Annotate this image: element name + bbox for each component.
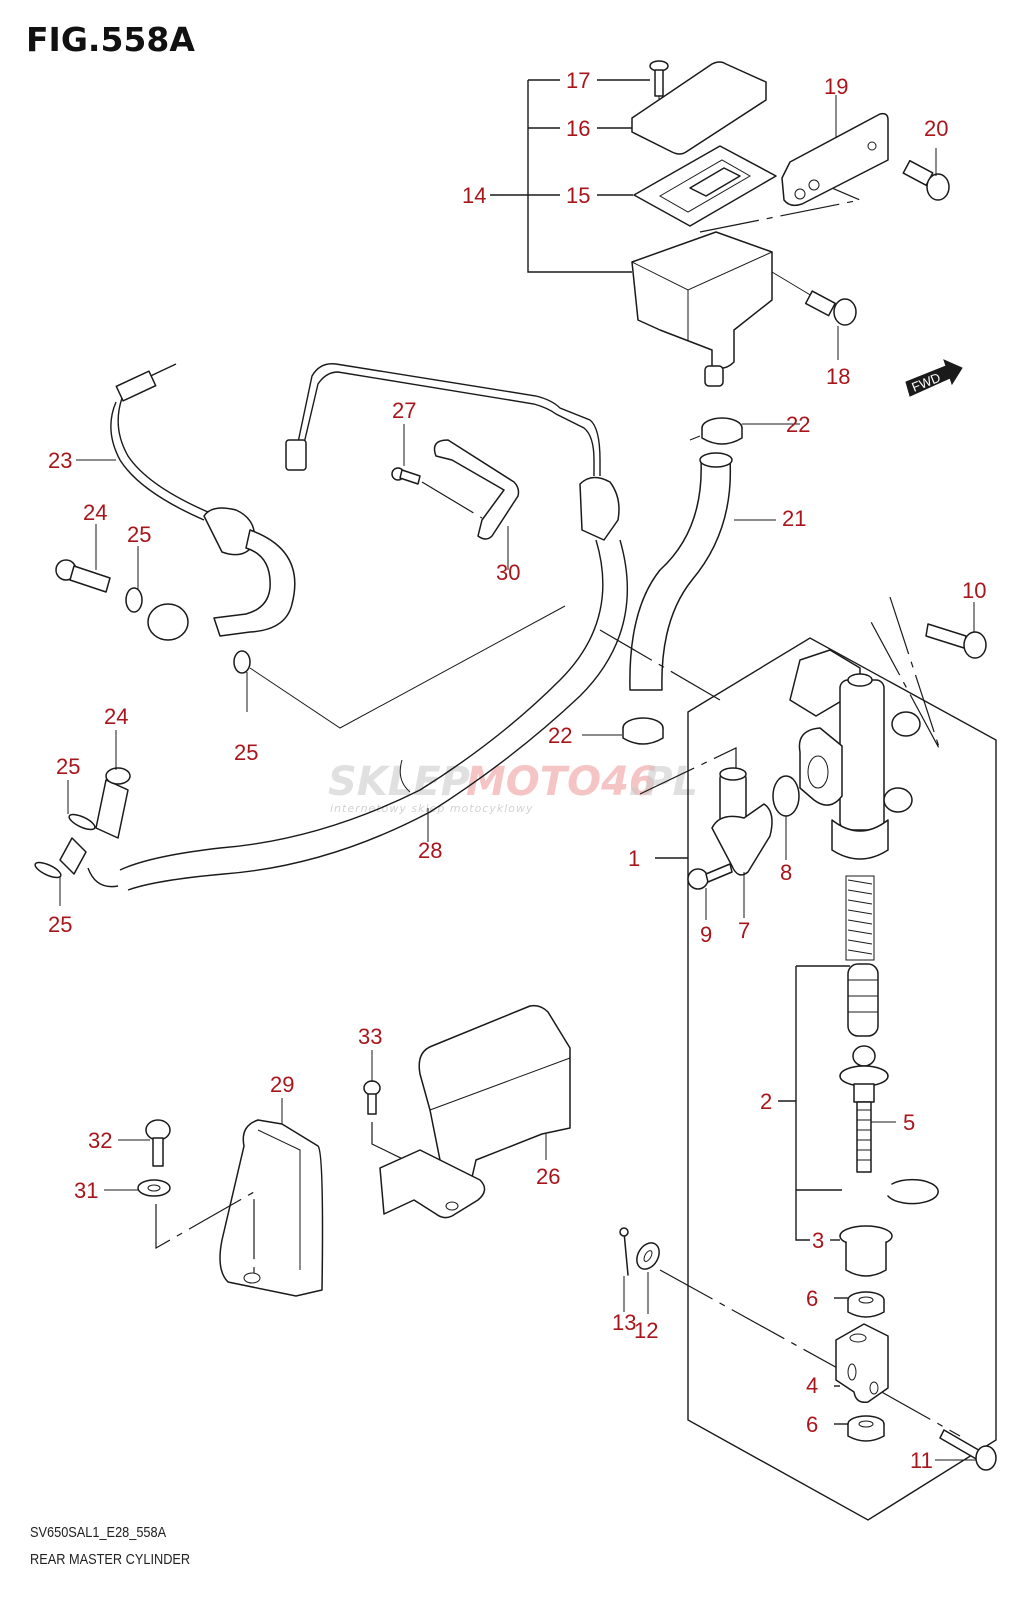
- bolt-18-part: [771, 271, 857, 360]
- callout-28: 28: [418, 838, 442, 863]
- watermark-brand-gray: SKLEP: [328, 759, 470, 805]
- callout-30: 30: [496, 560, 520, 585]
- washer-25-c-part: [68, 813, 96, 831]
- watermark: SKLEP MOTO46 .PL internetowy sklep motoc…: [328, 759, 698, 815]
- nut-6-lower-part: [847, 1415, 885, 1442]
- spring-part: [845, 875, 875, 961]
- fwd-direction-badge: FWD: [905, 359, 963, 397]
- figure-code: SV650SAL1_E28_558A: [30, 1524, 167, 1541]
- clevis-pin-11-part: [935, 1429, 997, 1471]
- assembly-box-1: [687, 637, 997, 1521]
- callout-22-upper: 22: [786, 412, 810, 437]
- callout-33: 33: [358, 1024, 382, 1049]
- nut-6-upper-part: [847, 1291, 885, 1318]
- callout-19: 19: [824, 74, 848, 99]
- callout-25-a: 25: [127, 522, 151, 547]
- banjo-bolt-24-lower-part: [95, 730, 131, 839]
- bolt-20-part: [902, 148, 950, 201]
- callout-12: 12: [634, 1318, 658, 1343]
- circlip-part: [887, 1178, 939, 1205]
- washer-12-part: [636, 1242, 660, 1314]
- callout-16: 16: [566, 116, 590, 141]
- callout-5: 5: [903, 1110, 915, 1135]
- callout-4: 4: [806, 1373, 818, 1398]
- bolt-27-part: [391, 424, 483, 519]
- watermark-tagline: internetowy sklep motocyklowy: [330, 802, 534, 815]
- watermark-suffix: .PL: [628, 759, 698, 805]
- cover-26-part: [379, 1004, 571, 1219]
- callout-11: 11: [910, 1448, 933, 1473]
- hose-clamp-upper-part: [689, 417, 800, 445]
- callout-20: 20: [924, 116, 948, 141]
- push-rod-5-part: [839, 1045, 896, 1173]
- callout-23: 23: [48, 448, 72, 473]
- cover-29-part: [219, 1098, 324, 1297]
- callout-8: 8: [780, 860, 792, 885]
- callout-labels: 1 2 3 4 5 6 6 7 8 9 10 11 12 13 14 15 16…: [48, 68, 986, 1473]
- callout-10: 10: [962, 578, 986, 603]
- reservoir-body-part: [631, 231, 773, 369]
- screw-32-part: [118, 1119, 171, 1167]
- fwd-label: FWD: [910, 370, 943, 395]
- reservoir-group: [490, 60, 863, 387]
- callout-3: 3: [812, 1228, 824, 1253]
- callout-9: 9: [700, 922, 712, 947]
- callout-7: 7: [738, 918, 750, 943]
- callout-29: 29: [270, 1072, 294, 1097]
- callout-6-upper: 6: [806, 1286, 818, 1311]
- brake-hose-23-part: [76, 363, 296, 641]
- screw-9-part: [687, 863, 733, 920]
- callout-22-lower: 22: [548, 723, 572, 748]
- washer-25-a-part: [125, 587, 143, 613]
- figure-name: REAR MASTER CYLINDER: [30, 1551, 191, 1568]
- callout-25-b: 25: [234, 740, 258, 765]
- bracket-19-part: [781, 95, 889, 207]
- callout-25-d: 25: [48, 912, 72, 937]
- callout-13: 13: [612, 1310, 636, 1335]
- master-cylinder-body-part: [789, 649, 921, 860]
- callout-26: 26: [536, 1164, 560, 1189]
- breather-hose-part: [629, 452, 776, 691]
- callout-21: 21: [782, 506, 806, 531]
- reservoir-cap-part: [631, 61, 767, 155]
- hose-clamp-lower-part: [582, 717, 664, 745]
- callout-24-upper: 24: [83, 500, 107, 525]
- callout-24-lower: 24: [104, 704, 128, 729]
- brake-hose-28-part: [59, 363, 629, 891]
- o-ring-8-part: [772, 775, 800, 817]
- callout-1: 1: [628, 846, 640, 871]
- callout-25-c: 25: [56, 754, 80, 779]
- callout-17: 17: [566, 68, 590, 93]
- clevis-4-part: [835, 1323, 889, 1404]
- callout-27: 27: [392, 398, 416, 423]
- callout-6-lower: 6: [806, 1412, 818, 1437]
- callout-15: 15: [566, 183, 590, 208]
- washer-25-d-part: [34, 861, 62, 879]
- bolt-10-part: [925, 602, 987, 659]
- cotter-pin-13-part: [619, 1227, 629, 1312]
- callout-2: 2: [760, 1089, 772, 1114]
- bracket-2: [795, 966, 810, 1241]
- boot-3-part: [839, 1225, 893, 1277]
- bracket-14: [527, 80, 632, 273]
- callout-14: 14: [462, 183, 486, 208]
- piston-part: [847, 963, 879, 1037]
- callout-18: 18: [826, 364, 850, 389]
- callout-32: 32: [88, 1128, 112, 1153]
- banjo-bolt-24-upper-part: [55, 524, 111, 593]
- callout-31: 31: [74, 1178, 98, 1203]
- hose-clamp-30-part: [433, 439, 520, 570]
- hose-fitting-7-part: [711, 767, 773, 918]
- washer-31-part: [104, 1179, 255, 1280]
- watermark-brand-red: MOTO46: [466, 759, 657, 805]
- washer-25-b-part: [233, 650, 251, 674]
- figure-title: FIG.558A: [26, 20, 195, 59]
